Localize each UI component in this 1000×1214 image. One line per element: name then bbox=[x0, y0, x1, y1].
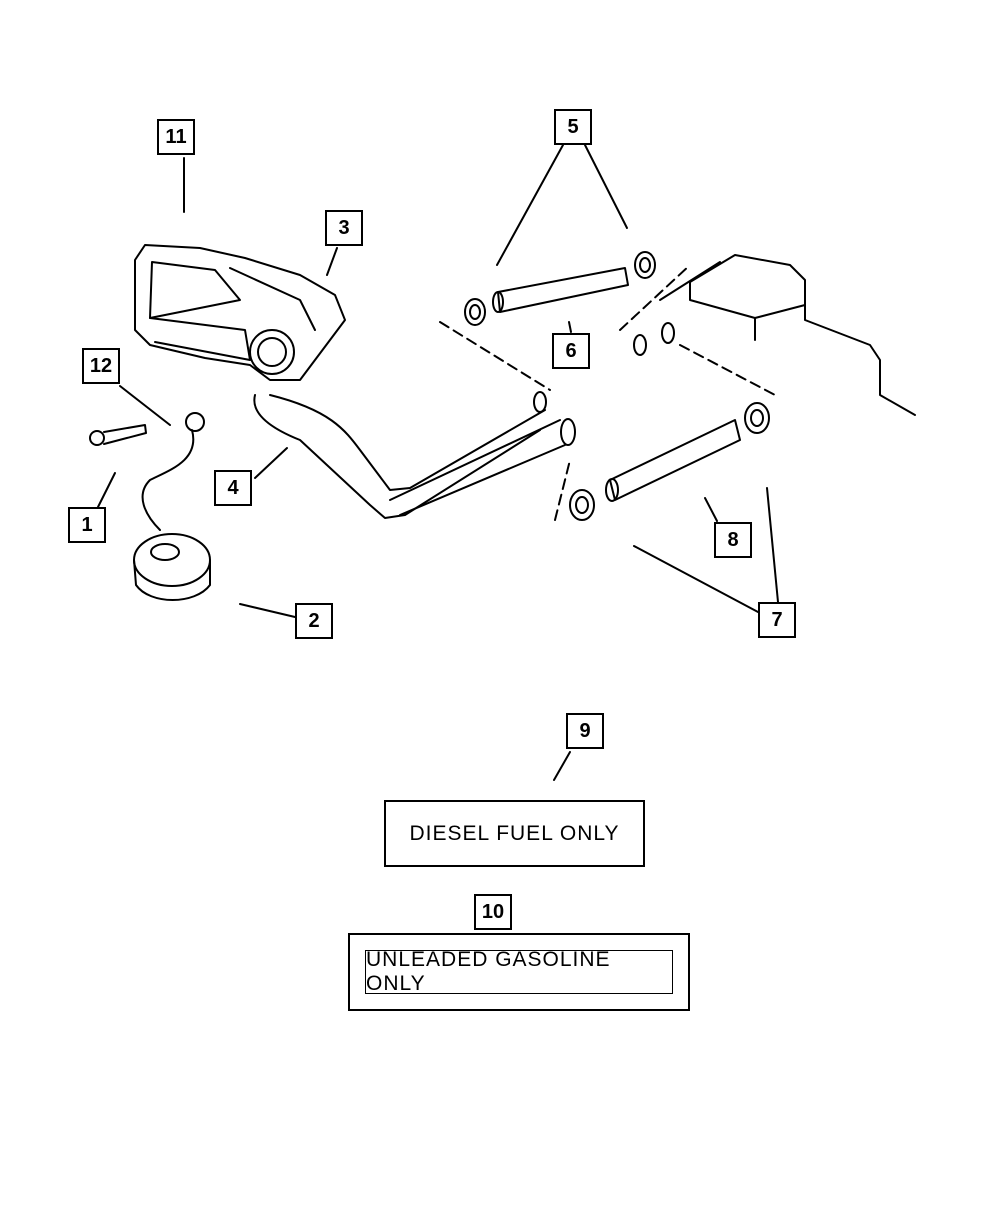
unleaded-gasoline-label: UNLEADED GASOLINE ONLY bbox=[348, 933, 690, 1011]
fuel-cap bbox=[133, 412, 211, 601]
callout-10: 10 bbox=[474, 894, 512, 930]
diesel-label-text: DIESEL FUEL ONLY bbox=[409, 821, 620, 845]
callout-2: 2 bbox=[295, 603, 333, 639]
callout-7: 7 bbox=[758, 602, 796, 638]
filler-tube bbox=[253, 391, 576, 519]
screw bbox=[89, 424, 147, 446]
callout-11: 11 bbox=[157, 119, 195, 155]
callout-5: 5 bbox=[554, 109, 592, 145]
diesel-fuel-label: DIESEL FUEL ONLY bbox=[384, 800, 645, 867]
callout-1: 1 bbox=[68, 507, 106, 543]
leader-lines bbox=[97, 144, 779, 781]
callout-4: 4 bbox=[214, 470, 252, 506]
hoses-and-clamps bbox=[439, 251, 776, 521]
callout-3: 3 bbox=[325, 210, 363, 246]
callout-12: 12 bbox=[82, 348, 120, 384]
callout-6: 6 bbox=[552, 333, 590, 369]
filler-housing bbox=[134, 244, 346, 381]
callout-8: 8 bbox=[714, 522, 752, 558]
unleaded-label-inner-border: UNLEADED GASOLINE ONLY bbox=[365, 948, 673, 995]
unleaded-label-text: UNLEADED GASOLINE ONLY bbox=[366, 948, 611, 995]
fuel-tank bbox=[659, 254, 916, 416]
callout-9: 9 bbox=[566, 713, 604, 749]
